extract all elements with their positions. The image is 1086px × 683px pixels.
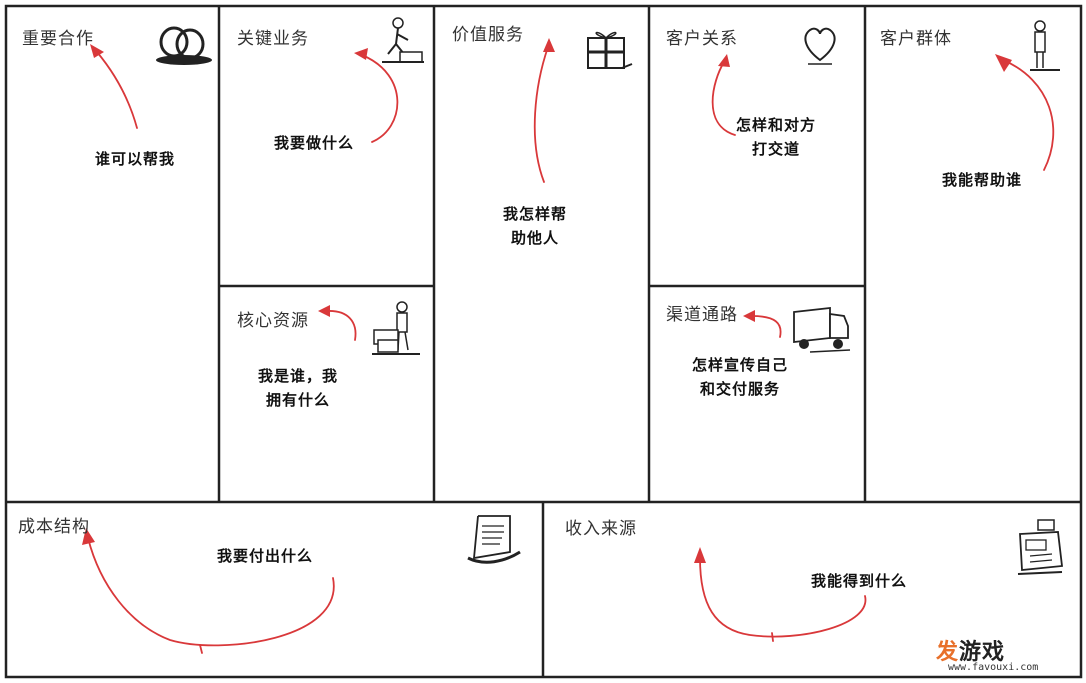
arrow-key-activities [361,54,399,143]
arrow-key-resources [326,310,357,341]
arrow-key-partners [96,51,138,129]
revenue-streams-note: 我能得到什么 [811,572,908,590]
channels-title: 渠道通路 [666,305,738,325]
key-activities-note: 我要做什么 [274,134,355,152]
arrowhead-customer-segments [995,54,1012,72]
customer-relationships-title: 客户关系 [666,29,738,49]
customer-relationships-note: 怎样和对方 打交道 [736,113,816,161]
watermark-url: www.favouxi.com [948,662,1039,673]
receipt-icon [467,515,521,564]
key-resources-title: 核心资源 [237,311,309,331]
person-with-boxes-icon [372,301,420,355]
watermark-brand: 发游戏 [936,634,1005,666]
value-propositions-note-line2: 助他人 [511,229,560,247]
rings-icon [156,26,212,65]
customer-relationships-note-line2: 打交道 [752,140,801,158]
arrow-customer-relationships [711,61,736,136]
arrow-channels [751,315,782,338]
value-propositions-note-line1: 我怎样帮 [503,205,568,223]
value-propositions-note: 我怎样帮 助他人 [503,202,567,250]
person-icon [1030,20,1060,71]
key-partners-note: 谁可以帮我 [95,150,176,168]
watermark-brand-part1: 发 [936,640,960,665]
key-resources-note-line1: 我是谁，我 [258,367,339,385]
watermark-brand-part2: 游戏 [959,640,1006,665]
arrowhead-channels [743,310,755,322]
arrowhead-key-activities [354,48,368,60]
cost-structure-note: 我要付出什么 [217,547,314,565]
key-resources-note: 我是谁，我 拥有什么 [258,364,338,412]
channels-note-line2: 和交付服务 [700,380,781,398]
cost-structure-title: 成本结构 [18,517,90,537]
arrow-value-propositions [533,46,549,183]
truck-icon [793,306,851,353]
customer-segments-title: 客户群体 [880,29,952,49]
arrowhead-customer-relationships [718,54,730,67]
cash-register-icon [1017,519,1064,575]
watermark: 发游戏 www.favouxi.com [936,632,1066,678]
key-activities-title: 关键业务 [237,29,309,49]
key-partners-title: 重要合作 [22,29,94,49]
arrowhead-value-propositions [543,38,555,52]
arrowhead-key-resources [318,305,330,317]
key-resources-note-line2: 拥有什么 [266,391,331,409]
arrow-customer-segments [1002,59,1055,171]
value-propositions-title: 价值服务 [452,25,524,45]
revenue-streams-title: 收入来源 [565,519,637,539]
customer-relationships-note-line1: 怎样和对方 [736,116,817,134]
channels-note: 怎样宣传自己 和交付服务 [692,353,788,401]
arrowhead-revenue-streams [694,547,706,563]
heart-icon [804,27,836,65]
worker-icon [382,17,424,63]
customer-segments-note: 我能帮助谁 [942,171,1023,189]
channels-note-line1: 怎样宣传自己 [692,356,789,374]
gift-icon [587,31,633,69]
